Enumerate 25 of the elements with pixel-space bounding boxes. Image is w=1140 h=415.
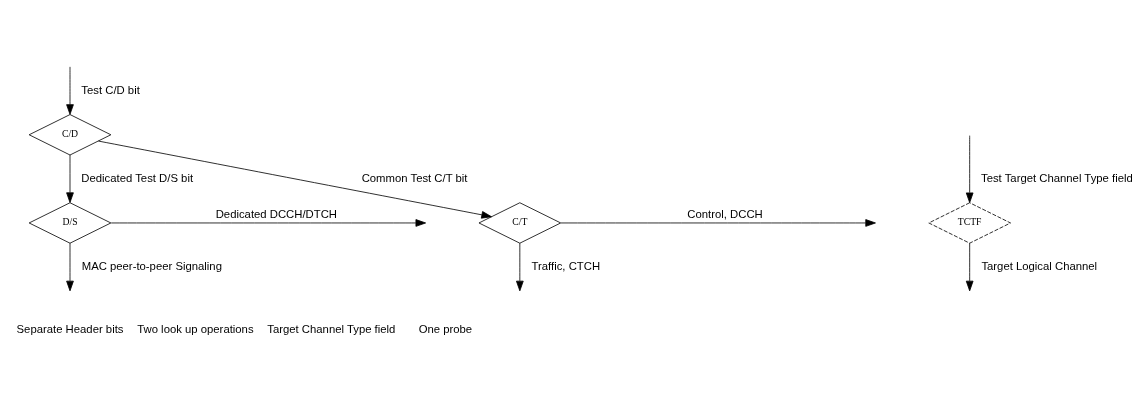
- arrow: [110, 218, 427, 227]
- label: Target Channel Type field: [267, 322, 396, 335]
- arrow: [965, 134, 974, 203]
- edge-label: Target Logical Channel: [981, 259, 1098, 272]
- arrow: [66, 154, 74, 203]
- arrow: [560, 218, 876, 227]
- node-diamond: D/S: [28, 201, 112, 244]
- label: One probe: [418, 322, 473, 335]
- arrow: [98, 140, 492, 219]
- edge-label: Dedicated DCCH/DTCH: [215, 207, 338, 220]
- arrow: [516, 242, 524, 291]
- arrow: [965, 242, 974, 291]
- label: Separate Header bits: [16, 322, 124, 335]
- arrow: [66, 242, 74, 291]
- edge-label: Common Test C/T bit: [361, 171, 468, 184]
- node-diamond: TCTF: [928, 201, 1011, 244]
- label: Two look up operations: [137, 322, 254, 335]
- edge-label: Test C/D bit: [81, 83, 140, 96]
- edge-label: Control, DCCH: [687, 207, 763, 220]
- arrow: [66, 65, 74, 115]
- edge-label: Dedicated Test D/S bit: [81, 171, 194, 184]
- node-diamond: C/D: [28, 113, 112, 155]
- edge-label: Traffic, CTCH: [531, 259, 601, 272]
- edge-label: Test Target Channel Type field: [981, 171, 1133, 184]
- edge-label: MAC peer-to-peer Signaling: [81, 259, 222, 272]
